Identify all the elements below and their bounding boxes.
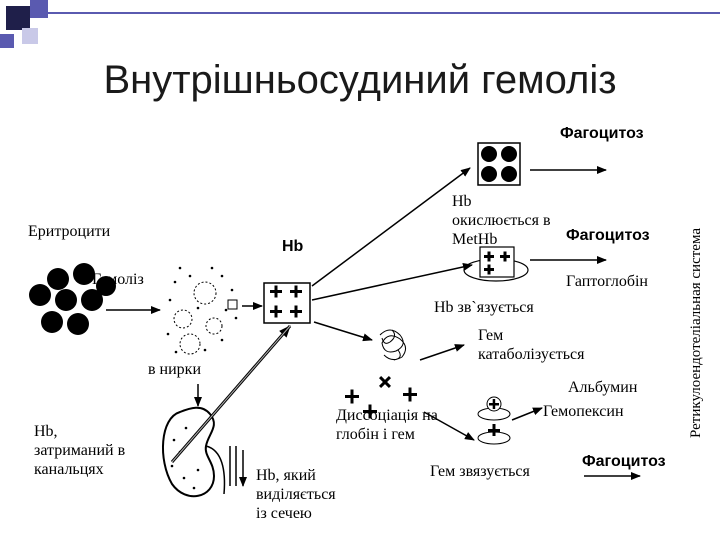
hb-oxidized-line-2: окислюється в xyxy=(452,212,551,229)
corner-square-4 xyxy=(0,34,14,48)
heme-catabolized-line-1: Гем xyxy=(478,327,504,344)
dot-cloud-icon xyxy=(166,266,238,354)
erythrocyte-cluster-icon xyxy=(29,263,116,335)
arrow-hb-to-haptoglobin xyxy=(311,263,473,301)
arrow-hb-to-kidney-highlight xyxy=(171,325,291,463)
label-hemolysis: Гемоліз xyxy=(92,271,144,288)
label-hb-excreted: Hb, який виділяється із сечею xyxy=(256,466,336,523)
bound-heme-icon xyxy=(477,396,511,445)
small-box-icon xyxy=(227,299,238,310)
methb-box-icon xyxy=(477,142,521,186)
label-dissociation: Диссоціація на глобін і гем xyxy=(336,406,438,444)
arrow-hemopexin xyxy=(511,407,543,421)
corner-square-1 xyxy=(6,6,30,30)
arrow-globin-to-heme xyxy=(423,411,475,441)
label-reticuloendothelial: Ретикулоендотеліальная система xyxy=(688,227,704,438)
dissociation-line-1: Диссоціація на xyxy=(336,407,438,424)
hb-excreted-line-1: Hb, який xyxy=(256,467,316,484)
hb-excreted-line-2: виділяється xyxy=(256,486,336,503)
globin-tangle-icon xyxy=(379,329,406,361)
label-erythrocytes: Еритроцити xyxy=(28,223,111,240)
hb-retained-line-3: канальцях xyxy=(34,461,104,478)
hb-excreted-line-3: із сечею xyxy=(256,505,312,522)
hb-retained-line-1: Hb, xyxy=(34,423,58,440)
label-hemopexin: Гемопексин xyxy=(543,403,624,420)
label-hb-main: Hb xyxy=(282,238,304,255)
dissociation-line-2: глобін і гем xyxy=(336,426,415,443)
kidney-icon xyxy=(162,406,237,498)
page-title: Внутрішньосудиний гемоліз xyxy=(103,58,617,102)
label-phagocytosis-mid: Фагоцитоз xyxy=(566,227,650,244)
label-haptoglobin: Гаптоглобін xyxy=(566,273,648,290)
label-phagocytosis-top: Фагоцитоз xyxy=(560,125,644,142)
label-phagocytosis-bottom: Фагоцитоз xyxy=(582,453,666,470)
arrow-hb-to-methb xyxy=(311,167,471,287)
hb-oxidized-line-1: Hb xyxy=(452,193,472,210)
reticulo-label-wrap: Ретикулоендотеліальная система xyxy=(688,160,706,440)
hb-globin-box-icon xyxy=(263,282,311,324)
haptoglobin-complex-icon xyxy=(463,246,529,282)
hb-retained-line-2: затриманий в xyxy=(34,442,126,459)
label-heme-catabolized: Гем катаболізується xyxy=(478,326,584,364)
label-hb-retained: Hb, затриманий в канальцях xyxy=(34,422,125,479)
lysed-cells-icon xyxy=(173,281,223,355)
hb-oxidized-line-3: MetHb xyxy=(452,231,498,248)
corner-square-3 xyxy=(22,28,38,44)
header-rule xyxy=(48,12,720,14)
dissociated-crosses-icon xyxy=(345,375,417,419)
label-albumin: Альбумин xyxy=(568,379,638,396)
label-hb-binds: Hb зв`язується xyxy=(434,299,534,316)
arrow-hb-to-globin xyxy=(313,321,373,342)
label-hb-oxidized: Hb окислюється в MetHb xyxy=(452,192,551,249)
arrow-heme-catabolism xyxy=(419,344,465,361)
label-heme-binds: Гем звязується xyxy=(430,463,530,480)
corner-square-2 xyxy=(30,0,48,18)
heme-catabolized-line-2: катаболізується xyxy=(478,346,585,363)
label-to-kidneys: в нирки xyxy=(148,361,202,378)
